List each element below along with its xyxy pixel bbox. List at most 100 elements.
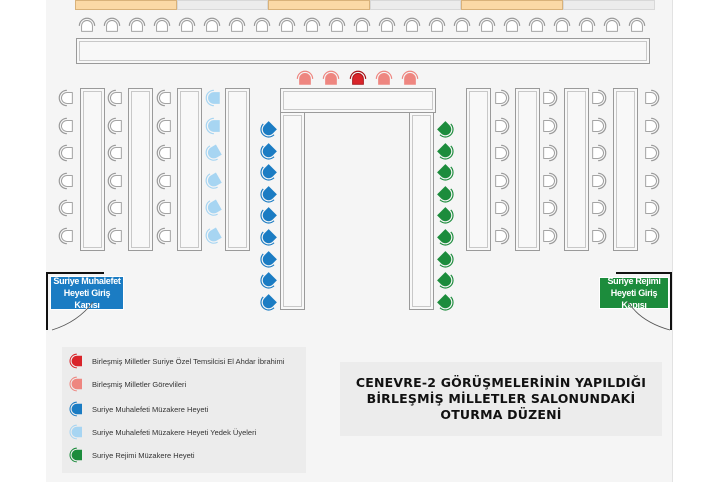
delegate-chair xyxy=(155,144,173,162)
left-door-frame-side xyxy=(46,272,48,330)
right-door-swing-icon xyxy=(627,301,671,331)
legend-chair-icon xyxy=(68,400,92,418)
wall-strip xyxy=(563,0,655,10)
regime-delegation-chair xyxy=(437,293,455,312)
delegate-chair xyxy=(106,89,124,107)
right-door-frame-top xyxy=(616,272,672,274)
audience-chair xyxy=(228,16,246,34)
delegate-chair xyxy=(541,227,559,245)
delegate-table xyxy=(225,88,250,251)
delegate-chair xyxy=(106,199,124,217)
opposition-delegation-chair xyxy=(259,229,277,247)
audience-chair xyxy=(628,16,646,34)
delegate-table xyxy=(515,88,540,251)
delegate-chair xyxy=(57,117,75,135)
audience-chair xyxy=(328,16,346,34)
un-official-chair xyxy=(322,69,340,87)
legend-label: Suriye Muhalefeti Müzakere Heyeti xyxy=(92,404,209,414)
right-door-label-line2: Heyeti Giriş Kapısı xyxy=(610,288,658,310)
opposition-delegation-chair xyxy=(259,293,277,312)
delegate-chair xyxy=(541,117,559,135)
legend: Birleşmiş Milletler Suriye Özel Temsilci… xyxy=(62,347,306,473)
legend-chair-icon xyxy=(68,446,92,464)
head-table-right-leg xyxy=(409,112,434,310)
audience-chair xyxy=(403,16,421,34)
delegate-chair xyxy=(106,117,124,135)
regime-delegation-chair xyxy=(437,121,455,139)
delegate-table xyxy=(80,88,105,251)
delegate-chair xyxy=(541,89,559,107)
legend-label: Suriye Muhalefeti Müzakere Heyeti Yedek … xyxy=(92,427,257,437)
delegate-chair xyxy=(541,172,559,190)
legend-item: Suriye Muhalefeti Müzakere Heyeti Yedek … xyxy=(68,424,256,440)
long-table-top xyxy=(76,38,650,64)
opposition-reserve-chair xyxy=(204,144,222,162)
delegate-chair xyxy=(106,227,124,245)
audience-chair xyxy=(453,16,471,34)
delegate-chair xyxy=(590,172,608,190)
opposition-delegation-chair xyxy=(259,250,277,269)
audience-chair xyxy=(428,16,446,34)
audience-chair xyxy=(203,16,221,34)
delegate-chair xyxy=(57,199,75,217)
audience-chair xyxy=(353,16,371,34)
title-line-3: OTURMA DÜZENİ xyxy=(440,407,562,422)
legend-chair-icon xyxy=(68,423,92,441)
delegate-chair xyxy=(643,227,661,245)
legend-item: Suriye Rejimi Müzakere Heyeti xyxy=(68,447,195,463)
audience-chair xyxy=(178,16,196,34)
opposition-reserve-chair xyxy=(204,117,222,135)
delegate-chair xyxy=(57,172,75,190)
opposition-delegation-chair xyxy=(259,121,277,139)
audience-chair xyxy=(378,16,396,34)
title-line-1: CENEVRE-2 GÖRÜŞMELERİNİN YAPILDIĞI xyxy=(355,375,647,390)
title-line-2: BİRLEŞMİŞ MİLLETLER SALONUNDAKİ xyxy=(366,391,636,406)
regime-delegation-chair xyxy=(437,207,455,225)
opposition-reserve-chair xyxy=(204,172,222,190)
left-door-label-line1: Suriye Muhalefet xyxy=(53,276,121,286)
head-table xyxy=(280,88,436,113)
delegate-chair xyxy=(493,172,511,190)
delegate-chair xyxy=(590,144,608,162)
delegate-chair xyxy=(57,89,75,107)
opposition-delegation-chair xyxy=(259,164,277,182)
legend-label: Birleşmiş Milletler Görevlileri xyxy=(92,379,187,389)
wall-accent-strip xyxy=(268,0,370,10)
regime-delegation-chair xyxy=(437,250,455,269)
right-door-frame-side xyxy=(670,272,672,330)
delegate-chair xyxy=(590,117,608,135)
delegate-table xyxy=(613,88,638,251)
audience-chair xyxy=(553,16,571,34)
audience-chair xyxy=(153,16,171,34)
audience-chair xyxy=(303,16,321,34)
opposition-delegation-chair xyxy=(259,272,277,290)
opposition-delegation-chair xyxy=(259,142,277,161)
delegate-chair xyxy=(57,227,75,245)
delegate-chair xyxy=(106,172,124,190)
un-special-envoy-chair xyxy=(349,69,367,87)
left-door-swing-icon xyxy=(51,301,94,331)
opposition-reserve-chair xyxy=(204,89,222,107)
delegate-chair xyxy=(590,89,608,107)
wall-accent-strip xyxy=(461,0,563,10)
legend-label: Birleşmiş Milletler Suriye Özel Temsilci… xyxy=(92,356,285,366)
delegate-table xyxy=(466,88,491,251)
audience-chair xyxy=(578,16,596,34)
audience-chair xyxy=(278,16,296,34)
opposition-delegation-chair xyxy=(259,207,277,225)
un-official-chair xyxy=(375,69,393,87)
delegate-chair xyxy=(590,199,608,217)
delegate-table xyxy=(177,88,202,251)
audience-chair xyxy=(78,16,96,34)
regime-delegation-chair xyxy=(437,272,455,290)
delegate-chair xyxy=(541,199,559,217)
un-official-chair xyxy=(296,69,314,87)
opposition-reserve-chair xyxy=(204,199,222,217)
legend-chair-icon xyxy=(68,352,92,370)
legend-item: Suriye Muhalefeti Müzakere Heyeti xyxy=(68,401,208,417)
legend-label: Suriye Rejimi Müzakere Heyeti xyxy=(92,450,195,460)
audience-chair xyxy=(253,16,271,34)
delegate-chair xyxy=(590,227,608,245)
regime-delegation-chair xyxy=(437,142,455,161)
delegate-chair xyxy=(643,199,661,217)
